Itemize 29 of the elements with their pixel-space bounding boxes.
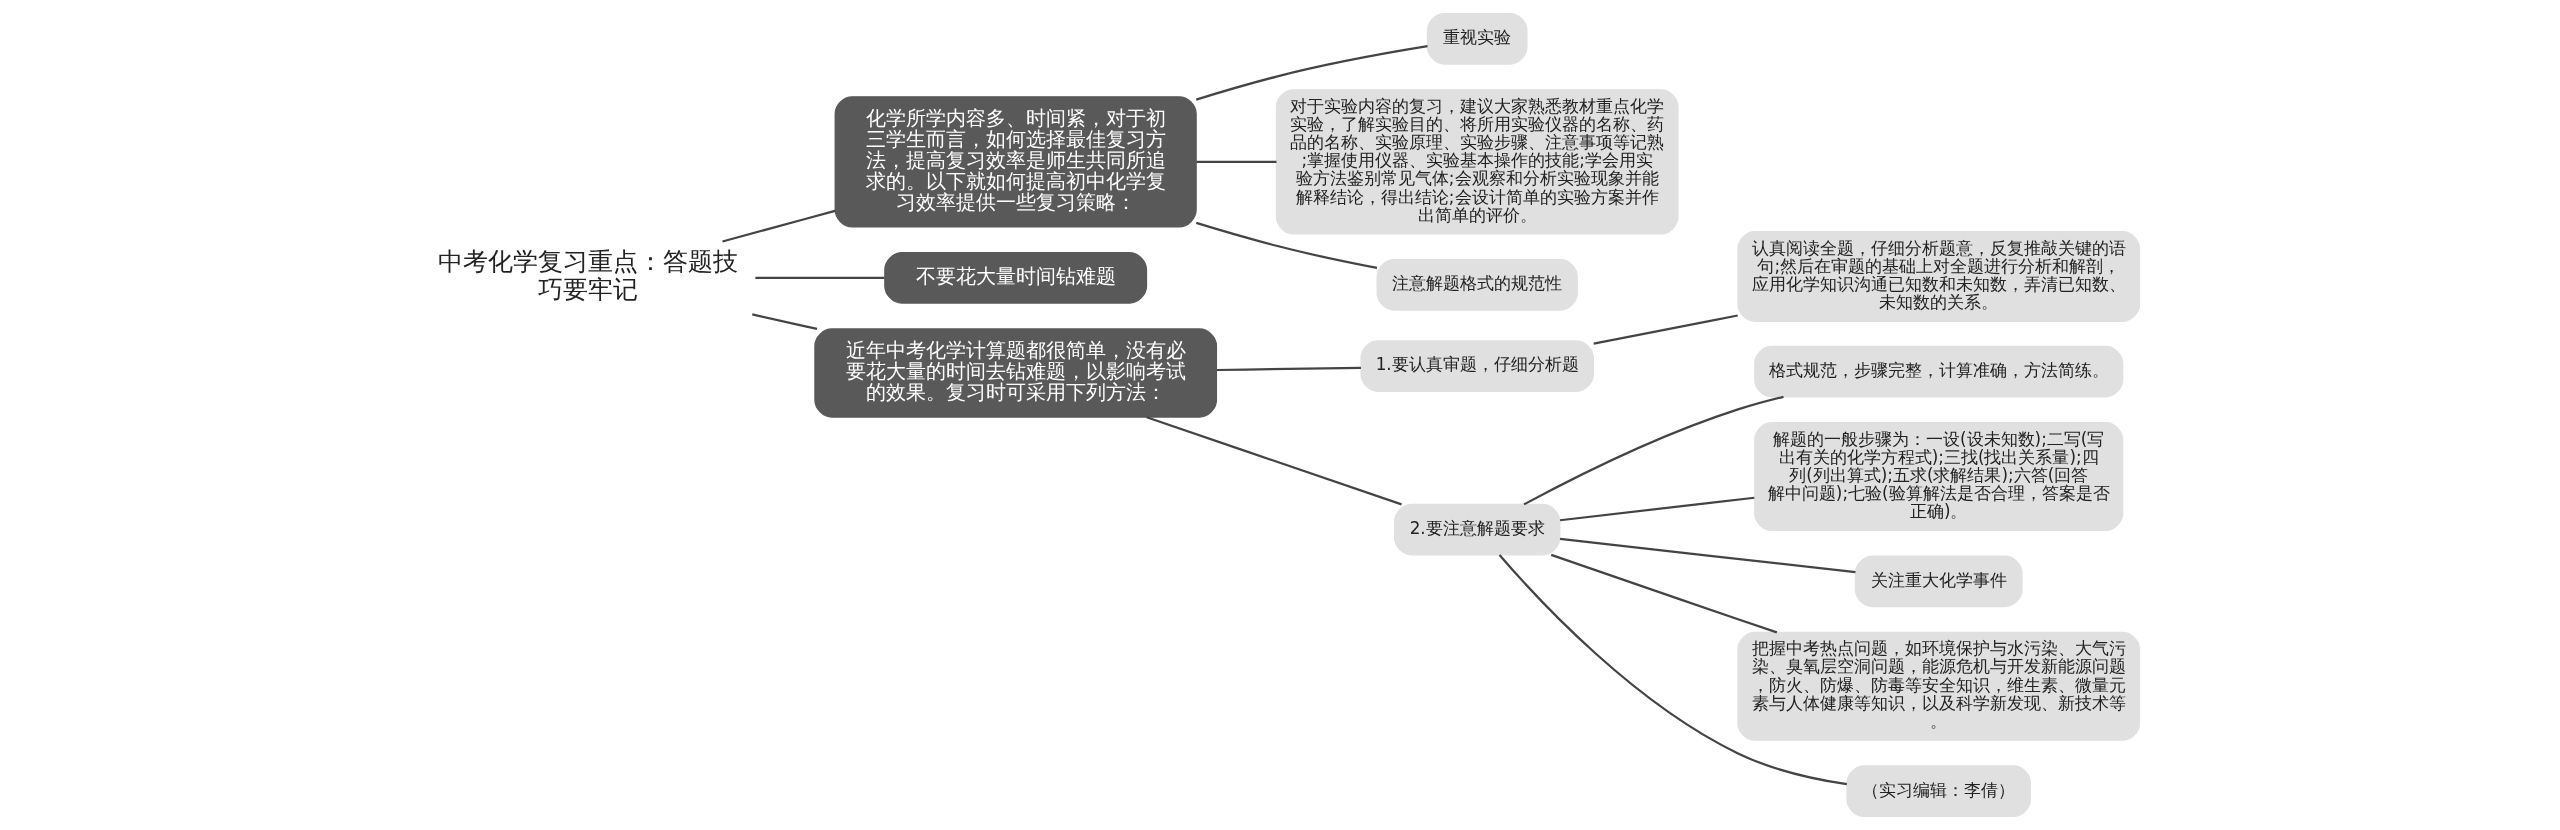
connector [1146, 416, 1402, 506]
node-box: 化学所学内容多、时间紧，对于初三学生而言，如何选择最佳复习方法，提高复习效率是师生共同所追求的。以下就如何提高初中化学复习效率提供一些复习策略： [834, 96, 1197, 228]
connector [1523, 395, 1784, 506]
connector [1196, 160, 1277, 163]
connector [755, 276, 885, 280]
node-box: 认真阅读全题，仔细分析题意，反复推敲关键的语句;然后在审题的基础上对全题进行分析和解剖，应用化学知识沟通已知数和未知数，弄清已知数、未知数的关系。 [1737, 231, 2141, 322]
connector [1216, 366, 1361, 372]
node-box: 把握中考热点问题，如环境保护与水污染、大气污染、臭氧层空洞问题，能源危机与开发新能源问题，防火、防爆、防毒等安全知识，维生素、微量元素与人体健康等知识，以及科学新发现、新技术等。 [1737, 631, 2141, 741]
connector [1593, 314, 1738, 345]
node-box: 重视实验 [1426, 12, 1528, 65]
connector [1559, 537, 1856, 574]
connector [1550, 553, 1778, 634]
node-box: 对于实验内容的复习，建议大家熟悉教材重点化学实验，了解实验目的、将所用实验仪器的名称、药品的名称、实验原理、实验步骤、注意事项等记熟;掌握使用仪器、实验基本操作的技能;学会用实验方法鉴别常见气体;会观察和分析实验现象并能解释结论，得出结论;会设计简单的实验方案并作出简单的评价。 [1275, 89, 1679, 235]
node-text: 中考化学复习重点：答题技巧要牢记 [437, 247, 738, 305]
node-box: 不要花大量时间钻难题 [884, 252, 1148, 304]
node-box: 解题的一般步骤为：一设(设未知数);二写(写出有关的化学方程式);三找(找出关系量);四列(列出算式);五求(求解结果);六答(回答解中问题);七验(验算解法是否合理，答案是否正确)。 [1754, 422, 2124, 532]
node-box: 关注重大化学事件 [1854, 555, 2023, 608]
connector [1498, 554, 1848, 786]
node-box: 格式规范，步骤完整，计算准确，方法简练。 [1754, 345, 2124, 398]
connector [1195, 45, 1428, 101]
connector [752, 313, 818, 330]
node-box: 注意解题格式的规范性 [1376, 259, 1578, 311]
connector [1195, 221, 1378, 269]
node-box: （实习编辑：李倩） [1846, 765, 2031, 818]
node-box: 近年中考化学计算题都很简单，没有必要花大量的时间去钻难题，以影响考试的效果。复习时可采用下列方法： [814, 328, 1218, 418]
node-box: 1.要认真审题，仔细分析题 [1360, 340, 1594, 392]
connector [1559, 496, 1755, 522]
connector [722, 209, 836, 243]
node-box: 2.要注意解题要求 [1394, 503, 1561, 556]
